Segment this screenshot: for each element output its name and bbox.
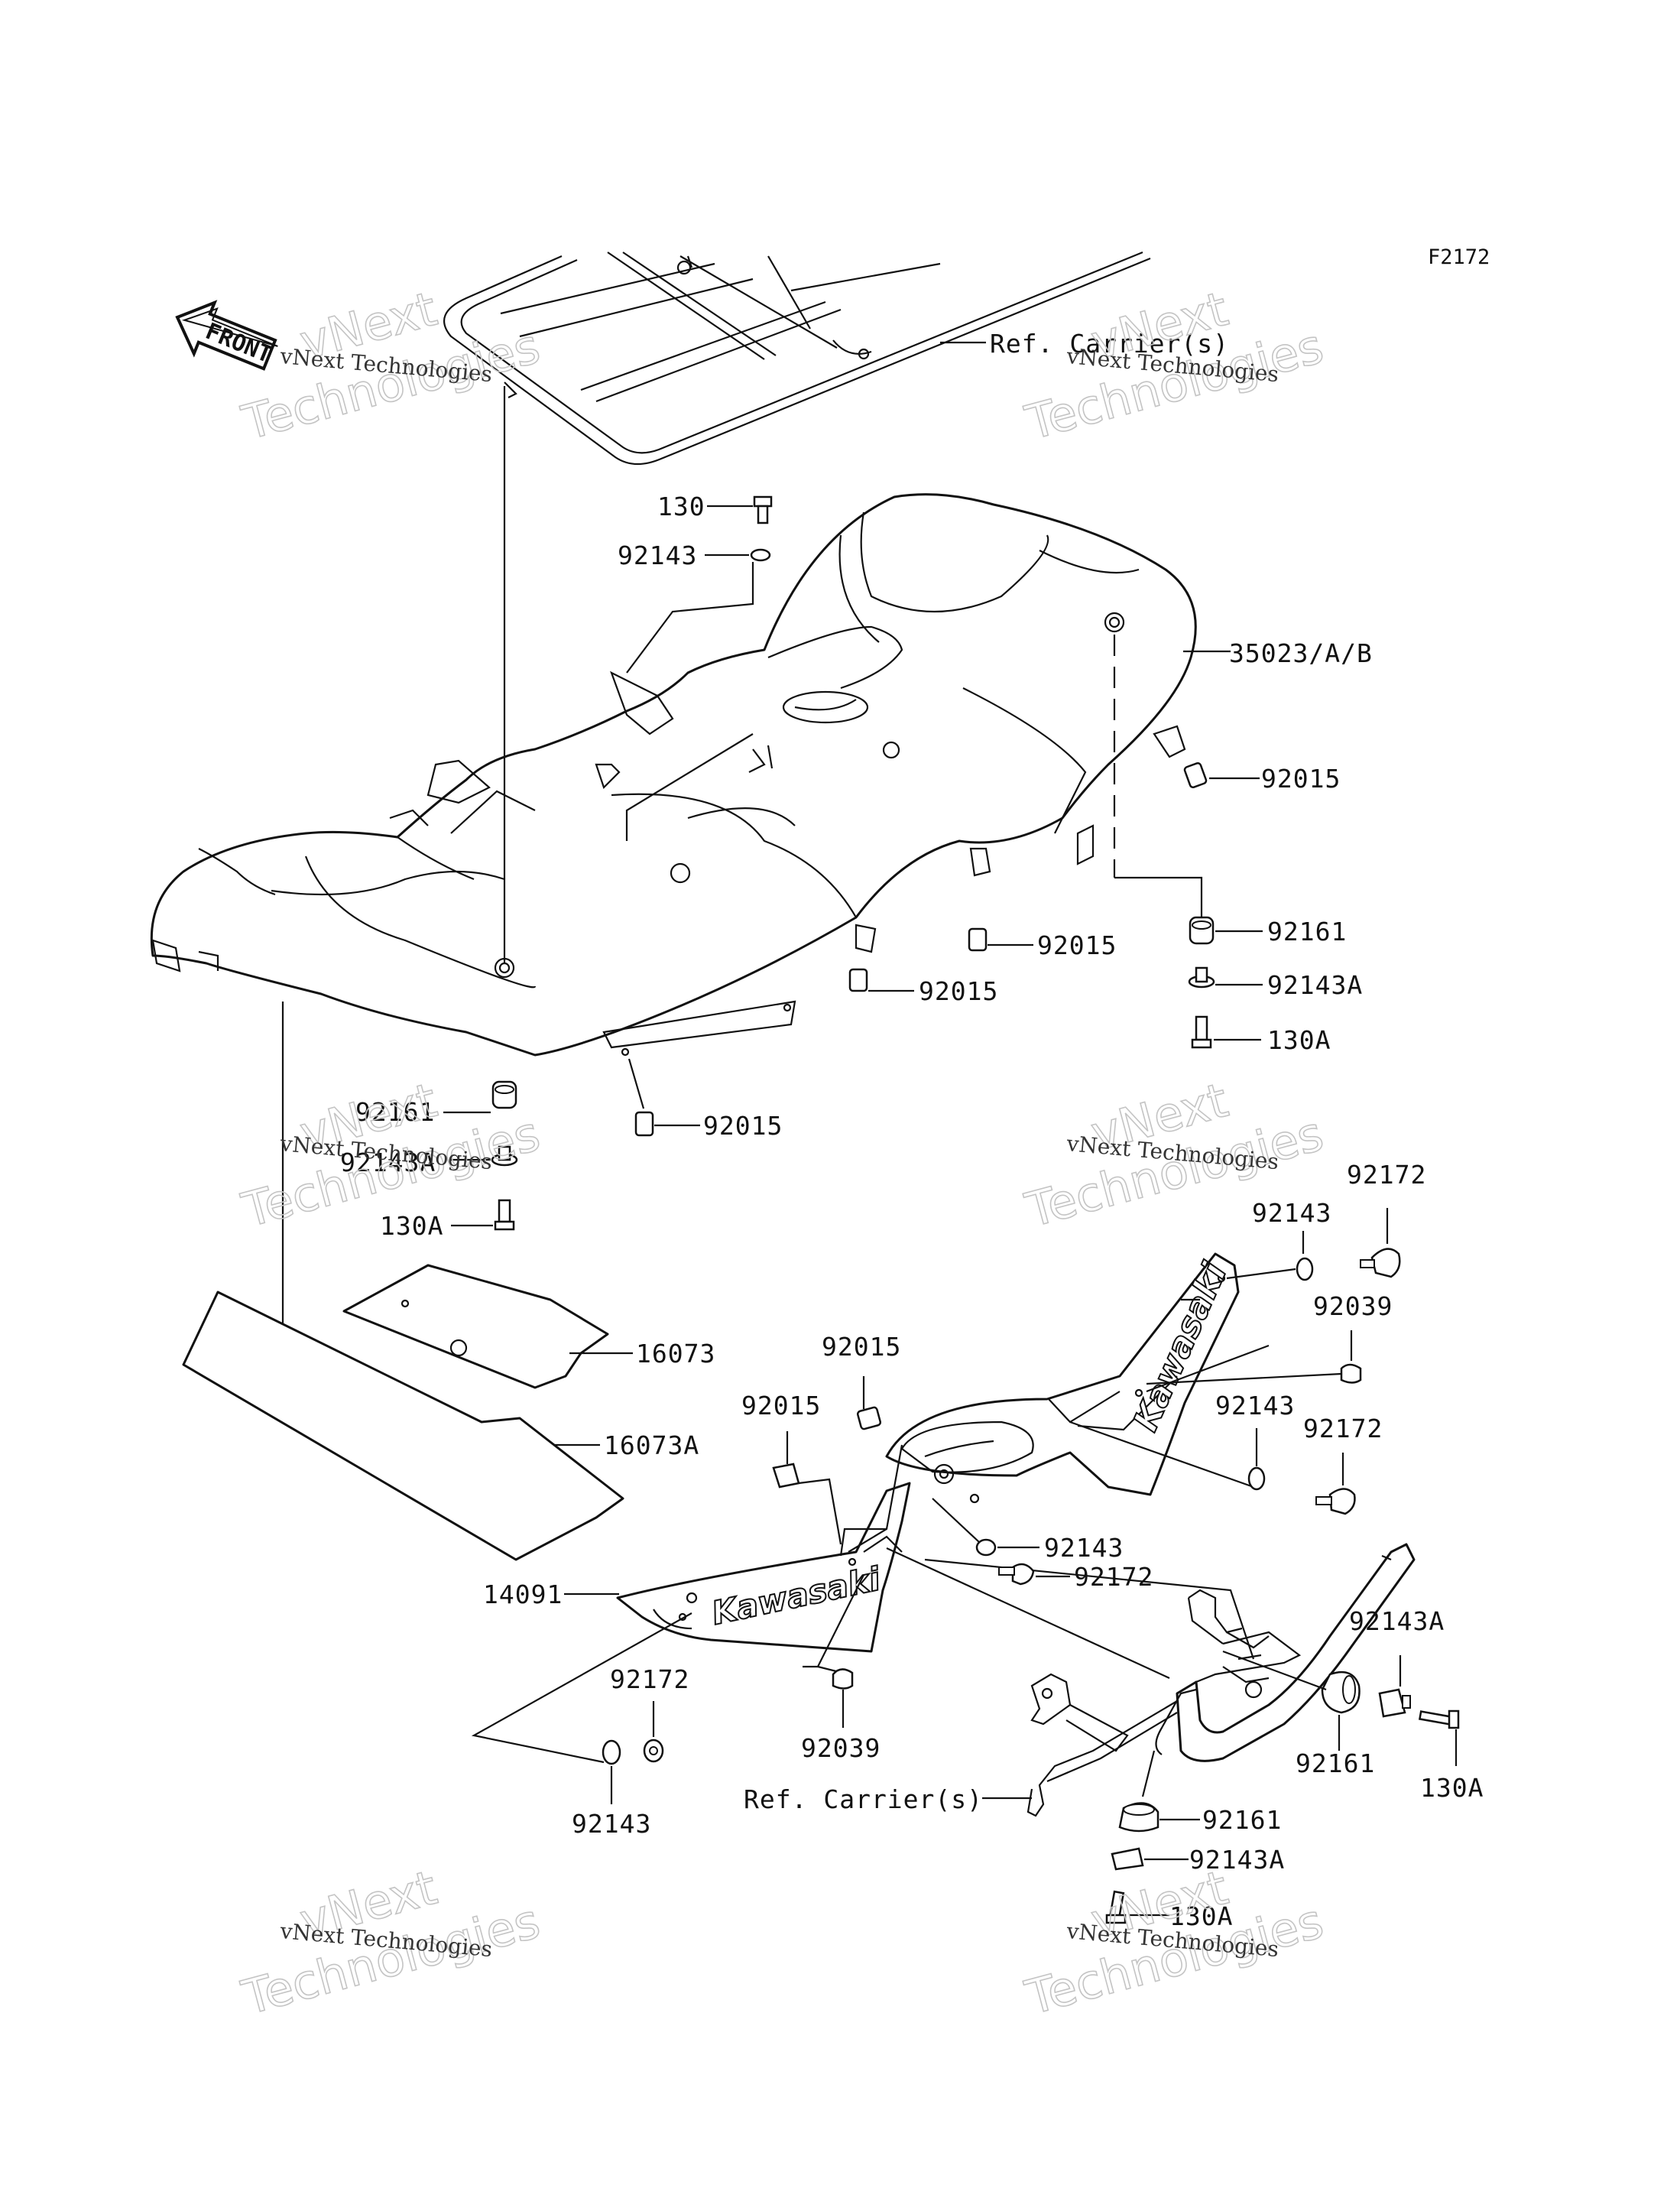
clip-nut-92015-mid-icon [968, 927, 988, 952]
label-ref-carrier-top: Ref. Carrier(s) [990, 329, 1229, 359]
washer-92143-top-icon [750, 548, 771, 562]
label-92161-bc: 92161 [1202, 1805, 1282, 1835]
bolt-130A-right-icon [1191, 1015, 1212, 1049]
label-130A-right: 130A [1267, 1025, 1331, 1055]
washer-92143-lower-icon [602, 1739, 621, 1765]
label-92172-rs-mid: 92172 [1303, 1414, 1383, 1443]
collar-92143A-right-icon [1188, 966, 1215, 989]
bolt-130A-bc-icon [1105, 1890, 1127, 1924]
label-92143-center: 92143 [1044, 1533, 1124, 1563]
label-92143-top: 92143 [618, 541, 697, 570]
collar-92143A-left-icon [491, 1145, 518, 1167]
label-130-top: 130 [657, 492, 705, 521]
clip-nut-92015-lower-b-icon [772, 1463, 800, 1489]
label-92143A-br: 92143A [1349, 1606, 1445, 1636]
label-92015-lower-a: 92015 [822, 1332, 901, 1362]
label-92161-right: 92161 [1267, 917, 1347, 946]
clip-nut-92015-left-icon [848, 968, 868, 992]
figure-code: F2172 [1428, 245, 1490, 269]
screw-92172-rs-mid-icon [1315, 1488, 1356, 1515]
clip-nut-92015-right-icon [1183, 761, 1208, 789]
mat-16073A [182, 1291, 624, 1561]
washer-92143-center-icon [975, 1538, 997, 1557]
label-92039-lower: 92039 [801, 1733, 881, 1763]
bolt-130-top-icon [753, 495, 773, 524]
watermark: vNext Technologies vNext Technologies vN… [235, 280, 1329, 2026]
clip-nut-92015-bottom-icon [634, 1111, 654, 1137]
label-130A-bc: 130A [1169, 1901, 1233, 1931]
label-92143A-left: 92143A [340, 1148, 436, 1177]
washer-92143-rs-top-icon [1296, 1257, 1314, 1281]
label-92161-left: 92161 [355, 1097, 435, 1127]
grommet-92039-lower-icon [832, 1668, 854, 1690]
label-92172-lower: 92172 [610, 1664, 689, 1694]
label-92143A-bc: 92143A [1189, 1845, 1285, 1875]
label-92039-rs: 92039 [1313, 1291, 1393, 1321]
label-92015-bottom: 92015 [703, 1111, 783, 1141]
label-92015-lower-b: 92015 [741, 1391, 821, 1420]
label-92143-lower: 92143 [572, 1809, 651, 1839]
side-cover-right: Kawasaki [885, 1252, 1240, 1504]
screw-92172-center-icon [998, 1563, 1035, 1586]
label-92143-rs-mid: 92143 [1215, 1391, 1295, 1420]
label-16073A: 16073A [604, 1430, 699, 1460]
label-14091: 14091 [483, 1580, 563, 1609]
damper-92161-bc-icon [1118, 1802, 1159, 1833]
label-92015-mid: 92015 [1037, 930, 1117, 960]
side-cover-left: Kawasaki [616, 1482, 911, 1653]
mat-16073 [342, 1264, 609, 1389]
label-16073: 16073 [636, 1339, 715, 1368]
collar-92143A-bc-icon [1111, 1847, 1144, 1871]
label-130A-left: 130A [380, 1211, 443, 1241]
collar-92143A-br-icon [1378, 1688, 1411, 1718]
label-92172-center: 92172 [1074, 1562, 1153, 1592]
bolt-130A-left-icon [494, 1199, 515, 1231]
label-92143-rs-top: 92143 [1252, 1198, 1331, 1228]
damper-92161-right-icon [1189, 916, 1215, 945]
label-92161-br: 92161 [1296, 1748, 1375, 1778]
front-arrow-icon: FRONT [175, 300, 278, 371]
rear-carrier-outline [443, 251, 1151, 466]
rear-fender [150, 493, 1197, 1057]
label-92015-right: 92015 [1261, 764, 1341, 794]
washer-92143-rs-mid-icon [1247, 1466, 1266, 1491]
bolt-130A-br-icon [1418, 1709, 1460, 1729]
clip-nut-92015-lower-a-icon [856, 1406, 882, 1430]
damper-92161-br-icon [1321, 1670, 1361, 1714]
label-92143A-right: 92143A [1267, 970, 1363, 1000]
screw-92172-rs-top-icon [1360, 1248, 1401, 1278]
damper-92161-left-icon [491, 1080, 517, 1109]
label-92015-left: 92015 [919, 976, 998, 1006]
label-92172-rs-top: 92172 [1347, 1160, 1426, 1190]
grommet-92039-rs-icon [1340, 1363, 1362, 1384]
label-35023: 35023/A/B [1229, 638, 1373, 668]
label-ref-carrier-bottom: Ref. Carrier(s) [744, 1784, 983, 1814]
carrier-frame-lower [1026, 1543, 1416, 1817]
label-130A-br: 130A [1420, 1773, 1484, 1803]
screw-92172-lower-icon [643, 1739, 664, 1763]
